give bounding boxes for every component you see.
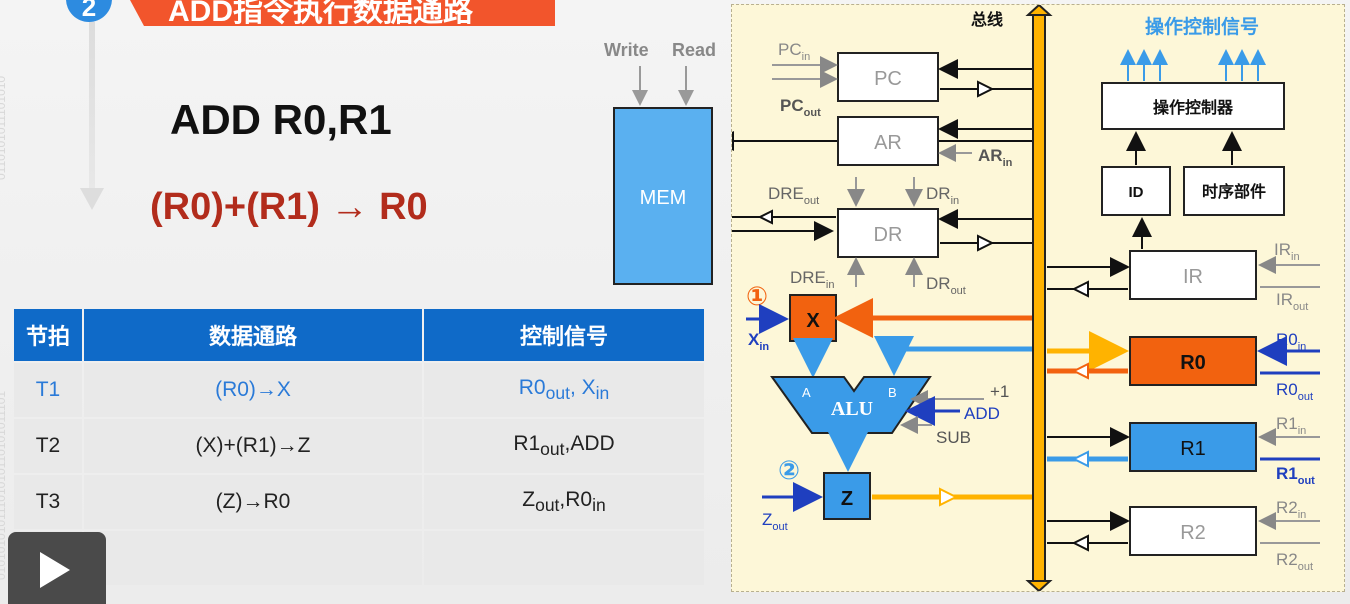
- svg-text:ARin: ARin: [978, 146, 1013, 169]
- controller-label: 操作控制器: [1153, 98, 1234, 117]
- cell-path: [84, 531, 422, 585]
- svg-text:Xin: Xin: [748, 330, 769, 353]
- ir-label: IR: [1183, 266, 1203, 288]
- instruction-text: ADD R0,R1: [170, 96, 392, 143]
- r2-register: [1129, 506, 1257, 556]
- control-signals-label: 操作控制信号: [1145, 15, 1259, 38]
- pc-register: [837, 52, 939, 102]
- svg-text:DRout: DRout: [926, 274, 966, 297]
- table-header-row: 节拍 数据通路 控制信号: [14, 309, 704, 361]
- decorative-line: [89, 22, 95, 192]
- cell-beat: T3: [14, 475, 82, 529]
- alu-input-b: B: [888, 385, 897, 400]
- cell-path: (R0)→X: [84, 363, 422, 417]
- svg-text:DRin: DRin: [926, 184, 959, 207]
- cell-signal: R0out, Xin: [424, 363, 704, 417]
- timing-unit: [1183, 166, 1285, 216]
- control-table: 节拍 数据通路 控制信号 T1 (R0)→X R0out, Xin T2 (X)…: [12, 307, 706, 587]
- z-register: [823, 472, 871, 520]
- datapath-panel: 总线 PC PCin PCout AR ARin DREout DRin DR …: [731, 4, 1345, 592]
- decorative-arrow-icon: [80, 188, 104, 210]
- alu-unit: [770, 376, 932, 434]
- mem-label: MEM: [640, 187, 687, 209]
- ir-register: [1129, 250, 1257, 300]
- read-label: Read: [672, 40, 716, 60]
- cell-signal: Zout,R0in: [424, 475, 704, 529]
- mem-box: [613, 107, 713, 285]
- z-label: Z: [841, 488, 853, 510]
- cell-path: (X)+(R1)→Z: [84, 419, 422, 473]
- step-marker-2: ②: [778, 455, 800, 485]
- section-banner: ADD指令执行数据通路: [130, 0, 555, 26]
- svg-text:R1in: R1in: [1276, 414, 1306, 437]
- alu-label: ALU: [831, 398, 873, 420]
- operation-formula: (R0)+(R1) → R0: [150, 186, 428, 228]
- svg-text:R0out: R0out: [1276, 380, 1313, 403]
- svg-text:DREin: DREin: [790, 268, 834, 291]
- svg-text:IRout: IRout: [1276, 290, 1308, 313]
- svg-text:DREout: DREout: [768, 184, 819, 207]
- svg-text:PCin: PCin: [778, 40, 810, 63]
- step-badge: 2: [66, 0, 112, 22]
- table-row: T1 (R0)→X R0out, Xin: [14, 363, 704, 417]
- table-row: T2 (X)+(R1)→Z R1out,ADD: [14, 419, 704, 473]
- alu-input-a: A: [802, 385, 811, 400]
- r1-register: [1129, 422, 1257, 472]
- svg-text:R1out: R1out: [1276, 464, 1315, 487]
- ar-label: AR: [874, 132, 902, 154]
- system-bus: [1032, 12, 1046, 584]
- bus-label: 总线: [971, 10, 1003, 29]
- r0-register: [1129, 336, 1257, 386]
- header-path: 数据通路: [84, 309, 422, 361]
- x-register: [789, 294, 837, 342]
- alu-signal-inc: +1: [990, 382, 1009, 401]
- dr-register: [837, 208, 939, 258]
- r1-label: R1: [1180, 438, 1206, 460]
- r0-label: R0: [1180, 352, 1206, 374]
- cell-beat: T2: [14, 419, 82, 473]
- datapath-diagram: 总线 PC PCin PCout AR ARin DREout DRin DR …: [732, 5, 1320, 591]
- id-label: ID: [1129, 184, 1144, 201]
- dr-label: DR: [874, 224, 903, 246]
- pc-label: PC: [874, 68, 902, 90]
- ar-register: [837, 116, 939, 166]
- svg-text:R2out: R2out: [1276, 550, 1313, 573]
- svg-text:R2in: R2in: [1276, 498, 1306, 521]
- write-label: Write: [604, 40, 649, 60]
- cell-signal: R1out,ADD: [424, 419, 704, 473]
- step-marker-1: ①: [746, 281, 768, 311]
- play-button[interactable]: [8, 532, 106, 604]
- r2-label: R2: [1180, 522, 1206, 544]
- header-signal: 控制信号: [424, 309, 704, 361]
- cell-path: (Z)→R0: [84, 475, 422, 529]
- svg-text:PCout: PCout: [780, 96, 821, 119]
- header-beat: 节拍: [14, 309, 82, 361]
- instruction-decoder: [1101, 166, 1171, 216]
- svg-text:Zout: Zout: [762, 510, 788, 533]
- cell-beat: T1: [14, 363, 82, 417]
- cell-signal: [424, 531, 704, 585]
- alu-signal-sub: SUB: [936, 428, 971, 447]
- operation-controller: [1101, 82, 1285, 130]
- banner-title: ADD指令执行数据通路: [168, 0, 473, 28]
- timing-label: 时序部件: [1202, 182, 1266, 201]
- table-row: T3 (Z)→R0 Zout,R0in: [14, 475, 704, 529]
- alu-signal-add: ADD: [964, 404, 1000, 423]
- svg-text:IRin: IRin: [1274, 240, 1300, 263]
- x-label: X: [806, 310, 820, 332]
